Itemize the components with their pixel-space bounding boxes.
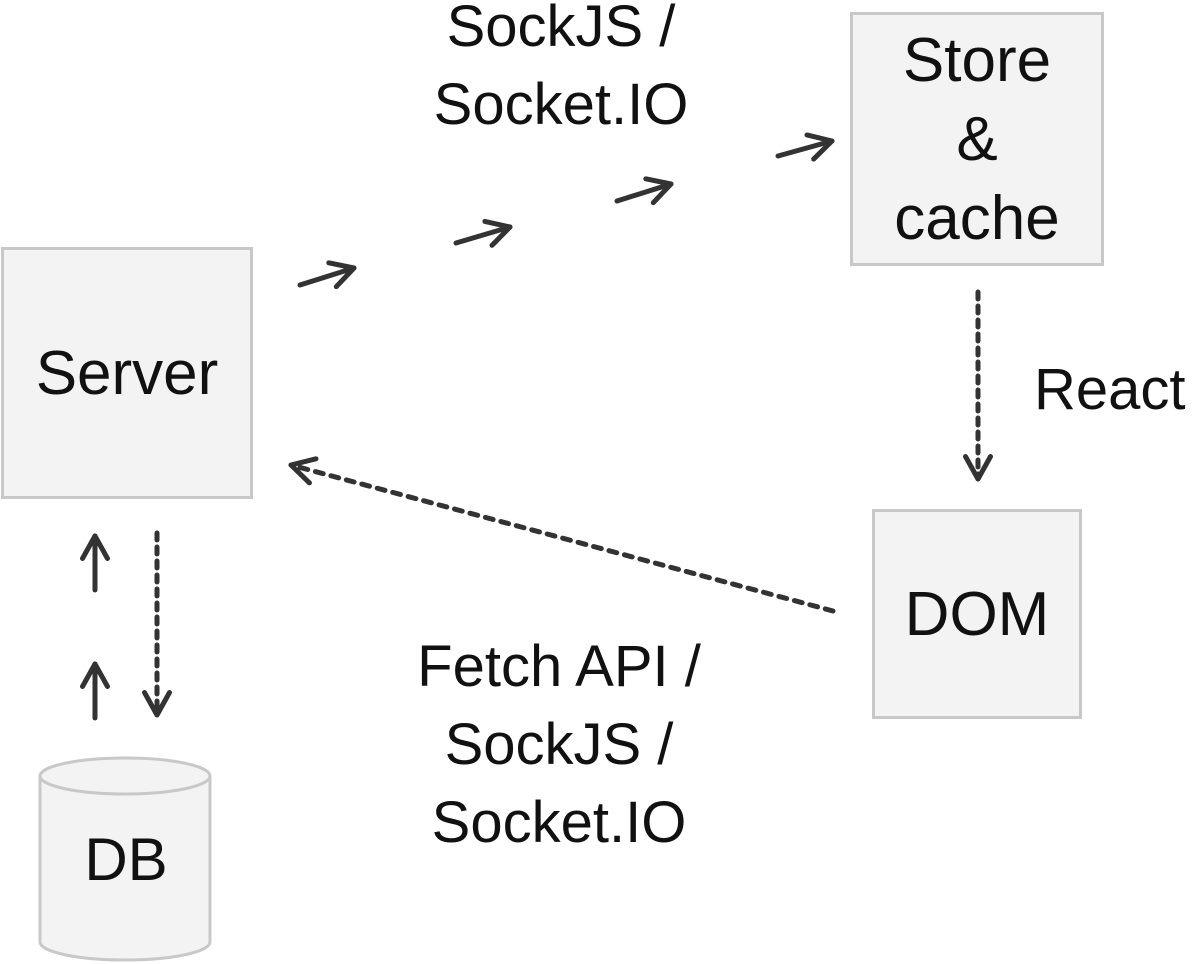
server-to-store-arrow-4	[775, 132, 835, 162]
store-label-line-3: cache	[894, 183, 1060, 253]
server-to-store-arrow-3	[614, 176, 674, 206]
dom-to-server-label-line-3: Socket.IO	[431, 790, 687, 855]
store-cache-node: Store & cache	[850, 12, 1104, 266]
server-to-store-arrow-2	[453, 218, 513, 248]
dom-to-server-arrow	[288, 456, 836, 614]
db-cylinder-shape	[38, 756, 212, 962]
server-label: Server	[35, 338, 219, 408]
server-to-store-label-line-2: Socket.IO	[433, 72, 689, 137]
store-label-line-2: &	[956, 104, 998, 174]
dom-to-server-label-line-2: SockJS /	[444, 712, 674, 777]
server-to-store-arrow-1	[297, 260, 357, 290]
server-node: Server	[1, 247, 253, 499]
dom-label: DOM	[904, 579, 1050, 649]
store-to-dom-label: React	[1034, 357, 1186, 422]
server-to-store-label: SockJS / Socket.IO	[401, 0, 721, 144]
server-to-store-label-line-1: SockJS /	[446, 0, 676, 59]
dom-to-server-label: Fetch API / SockJS / Socket.IO	[381, 628, 737, 862]
dom-node: DOM	[872, 509, 1082, 719]
store-label-line-1: Store	[902, 25, 1052, 95]
store-cache-label: Store & cache	[894, 21, 1059, 258]
db-label: DB	[84, 826, 168, 893]
server-to-store-arrows	[297, 132, 835, 290]
dom-to-server-label-line-1: Fetch API /	[417, 634, 701, 699]
